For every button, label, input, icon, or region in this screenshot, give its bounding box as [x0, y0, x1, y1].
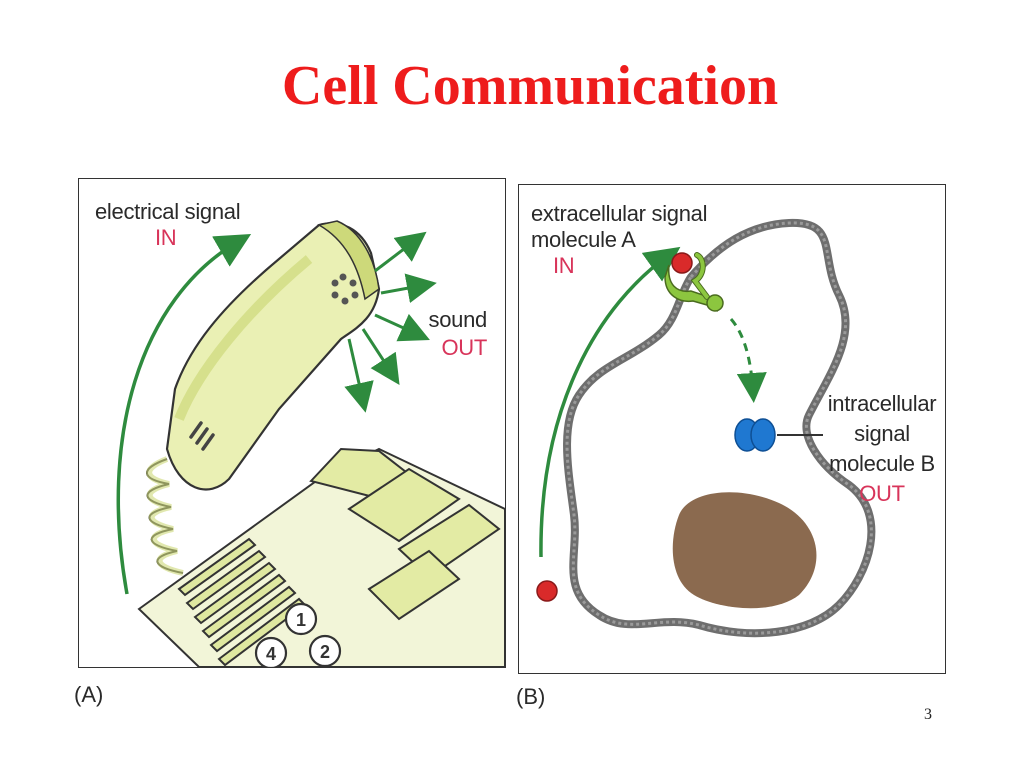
molecule-b [734, 418, 776, 452]
panel-b-caption: (B) [516, 684, 546, 709]
panel-a-telephone: 1 2 4 [78, 178, 506, 668]
sound-out-label: OUT [441, 335, 487, 360]
extracellular-signal-label: extracellular signal [531, 201, 708, 226]
sound-out-arrows [344, 231, 437, 413]
sound-label: sound [428, 307, 488, 332]
intracellular-label: intracellular [827, 391, 937, 416]
page-number: 3 [924, 706, 932, 723]
cell-illustration [536, 218, 876, 638]
electrical-signal-label: electrical signal [95, 199, 241, 224]
telephone-illustration: 1 2 4 [116, 220, 505, 667]
signal-in-arrow [116, 233, 252, 595]
keypad [254, 602, 342, 667]
signal-out-label: OUT [859, 481, 905, 506]
handset [165, 220, 381, 491]
signal-in-label: IN [553, 253, 575, 278]
molecule-a-bound [671, 252, 693, 274]
molecule-a-label: molecule A [531, 227, 636, 252]
key-1: 1 [296, 610, 306, 630]
slide-title: Cell Communication [281, 55, 779, 117]
key-2: 2 [320, 642, 330, 662]
molecule-a-free [536, 580, 558, 602]
signal-label: signal [854, 421, 910, 446]
phone-base: 1 2 4 [137, 447, 505, 667]
panel-a-caption: (A) [74, 682, 104, 707]
nucleus [672, 492, 817, 609]
molecule-b-label: molecule B [829, 451, 935, 476]
phone-cord [146, 456, 184, 576]
signal-in-label: IN [155, 225, 177, 250]
intracellular-arrow [729, 318, 767, 403]
key-4: 4 [266, 644, 276, 664]
signal-in-arrow [539, 246, 681, 558]
receptor [664, 252, 724, 313]
panel-b-cell: extracellular signal molecule A IN intra… [518, 184, 946, 674]
